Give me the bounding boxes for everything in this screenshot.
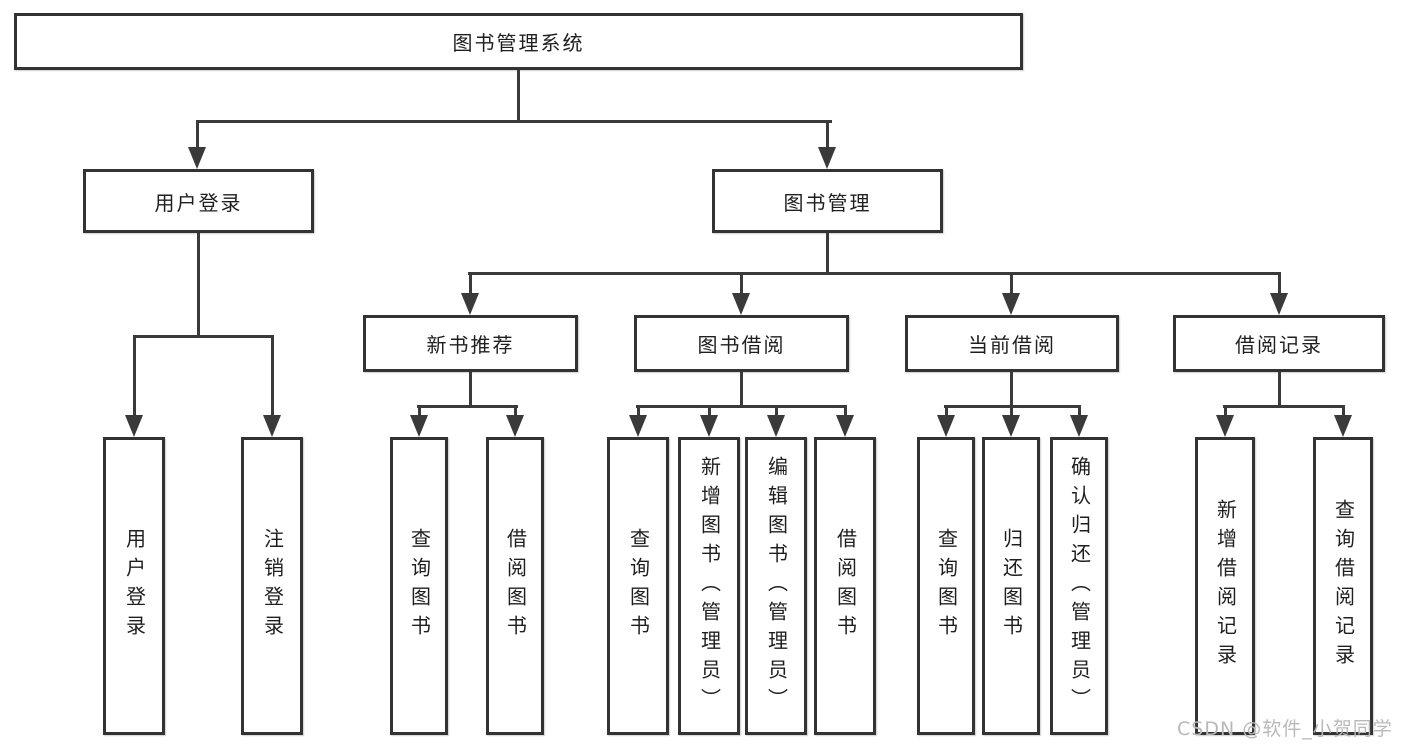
connector-drop-new-book xyxy=(469,272,472,295)
arrow-down-icon xyxy=(410,415,428,437)
leaf-add-borrow-record: 新增借阅记录 xyxy=(1195,437,1255,735)
connector-user-login-bar xyxy=(133,335,274,338)
leaf-label: 归还图书 xyxy=(999,528,1024,644)
connector-drop-leaf xyxy=(1010,405,1013,417)
connector-borrow-records-stem xyxy=(1278,372,1281,408)
node-book-borrow: 图书借阅 xyxy=(634,315,849,372)
node-current-borrow: 当前借阅 xyxy=(905,315,1119,372)
connector-drop-leaf xyxy=(271,335,274,417)
arrow-down-icon xyxy=(767,415,785,437)
node-book-management-label: 图书管理 xyxy=(783,190,872,215)
leaf-query-books-2: 查询图书 xyxy=(607,437,669,735)
connector-drop-leaf xyxy=(418,405,421,417)
connector-root-bar xyxy=(196,120,832,123)
arrow-down-icon xyxy=(1334,415,1352,437)
arrow-down-icon xyxy=(125,415,143,437)
connector-drop-leaf xyxy=(1224,405,1227,417)
leaf-label: 编辑图书（管理员） xyxy=(764,455,789,717)
connector-drop-book-borrow xyxy=(740,272,743,295)
connector-user-login-stem xyxy=(197,233,200,337)
node-user-login-label: 用户登录 xyxy=(154,190,243,215)
node-borrow-records-label: 借阅记录 xyxy=(1235,333,1323,357)
node-user-login: 用户登录 xyxy=(83,169,314,233)
arrow-down-icon xyxy=(263,415,281,437)
connector-root-stem xyxy=(517,70,520,122)
arrow-down-icon xyxy=(188,147,206,169)
leaf-edit-book-admin: 编辑图书（管理员） xyxy=(745,437,807,735)
connector-drop-leaf xyxy=(708,405,711,417)
leaf-query-books-1: 查询图书 xyxy=(390,437,448,735)
arrow-down-icon xyxy=(461,293,479,315)
node-book-borrow-label: 图书借阅 xyxy=(697,333,786,357)
connector-drop-leaf xyxy=(844,405,847,417)
connector-drop-leaf xyxy=(514,405,517,417)
node-root-label: 图书管理系统 xyxy=(452,31,585,55)
node-borrow-records: 借阅记录 xyxy=(1173,315,1385,372)
leaf-label: 查询图书 xyxy=(934,528,959,644)
leaf-label: 新增图书（管理员） xyxy=(697,455,722,717)
leaf-confirm-return-admin: 确认归还（管理员） xyxy=(1050,437,1108,735)
leaf-user-login: 用户登录 xyxy=(103,437,165,735)
arrow-down-icon xyxy=(700,415,718,437)
arrow-down-icon xyxy=(1070,415,1088,437)
connector-drop-leaf xyxy=(1342,405,1345,417)
node-new-book-recommend: 新书推荐 xyxy=(363,315,578,372)
leaf-label: 借阅图书 xyxy=(503,528,528,644)
connector-drop-leaf xyxy=(133,335,136,417)
arrow-down-icon xyxy=(629,415,647,437)
leaf-add-book-admin: 新增图书（管理员） xyxy=(678,437,740,735)
arrow-down-icon xyxy=(1002,293,1020,315)
connector-book-management-bar xyxy=(468,272,1281,275)
leaf-label: 新增借阅记录 xyxy=(1213,499,1238,673)
connector-new-book-bar xyxy=(417,405,518,408)
node-book-management: 图书管理 xyxy=(712,169,943,233)
leaf-logout: 注销登录 xyxy=(241,437,303,735)
connector-drop-leaf xyxy=(637,405,640,417)
leaf-query-books-3: 查询图书 xyxy=(917,437,975,735)
connector-drop-leaf xyxy=(775,405,778,417)
leaf-label: 查询图书 xyxy=(626,528,651,644)
node-new-book-recommend-label: 新书推荐 xyxy=(426,333,515,357)
arrow-down-icon xyxy=(506,415,524,437)
leaf-label: 借阅图书 xyxy=(833,528,858,644)
csdn-watermark: CSDN @软件_小贺同学 xyxy=(1177,718,1393,740)
connector-current-borrow-stem xyxy=(1010,372,1013,408)
leaf-label: 确认归还（管理员） xyxy=(1067,455,1092,717)
arrow-down-icon xyxy=(732,293,750,315)
arrow-down-icon xyxy=(937,415,955,437)
connector-book-borrow-stem xyxy=(740,372,743,408)
connector-drop-user-login xyxy=(196,120,199,149)
connector-book-management-stem xyxy=(826,233,829,274)
connector-book-borrow-bar xyxy=(636,405,847,408)
connector-borrow-records-bar xyxy=(1223,405,1345,408)
node-root: 图书管理系统 xyxy=(14,13,1023,70)
arrow-down-icon xyxy=(818,147,836,169)
arrow-down-icon xyxy=(1216,415,1234,437)
leaf-label: 查询借阅记录 xyxy=(1331,499,1356,673)
connector-drop-borrow-records xyxy=(1278,272,1281,295)
arrow-down-icon xyxy=(1002,415,1020,437)
arrow-down-icon xyxy=(836,415,854,437)
leaf-return-books: 归还图书 xyxy=(982,437,1040,735)
leaf-query-borrow-record: 查询借阅记录 xyxy=(1313,437,1373,735)
arrow-down-icon xyxy=(1270,293,1288,315)
connector-drop-current-borrow xyxy=(1010,272,1013,295)
node-current-borrow-label: 当前借阅 xyxy=(968,333,1056,357)
leaf-borrow-books-2: 借阅图书 xyxy=(814,437,876,735)
leaf-label: 用户登录 xyxy=(122,528,147,644)
connector-new-book-stem xyxy=(469,372,472,408)
connector-drop-leaf xyxy=(1078,405,1081,417)
leaf-borrow-books-1: 借阅图书 xyxy=(486,437,544,735)
leaf-label: 注销登录 xyxy=(260,528,285,644)
leaf-label: 查询图书 xyxy=(407,528,432,644)
connector-drop-book-management xyxy=(826,120,829,149)
connector-drop-leaf xyxy=(945,405,948,417)
